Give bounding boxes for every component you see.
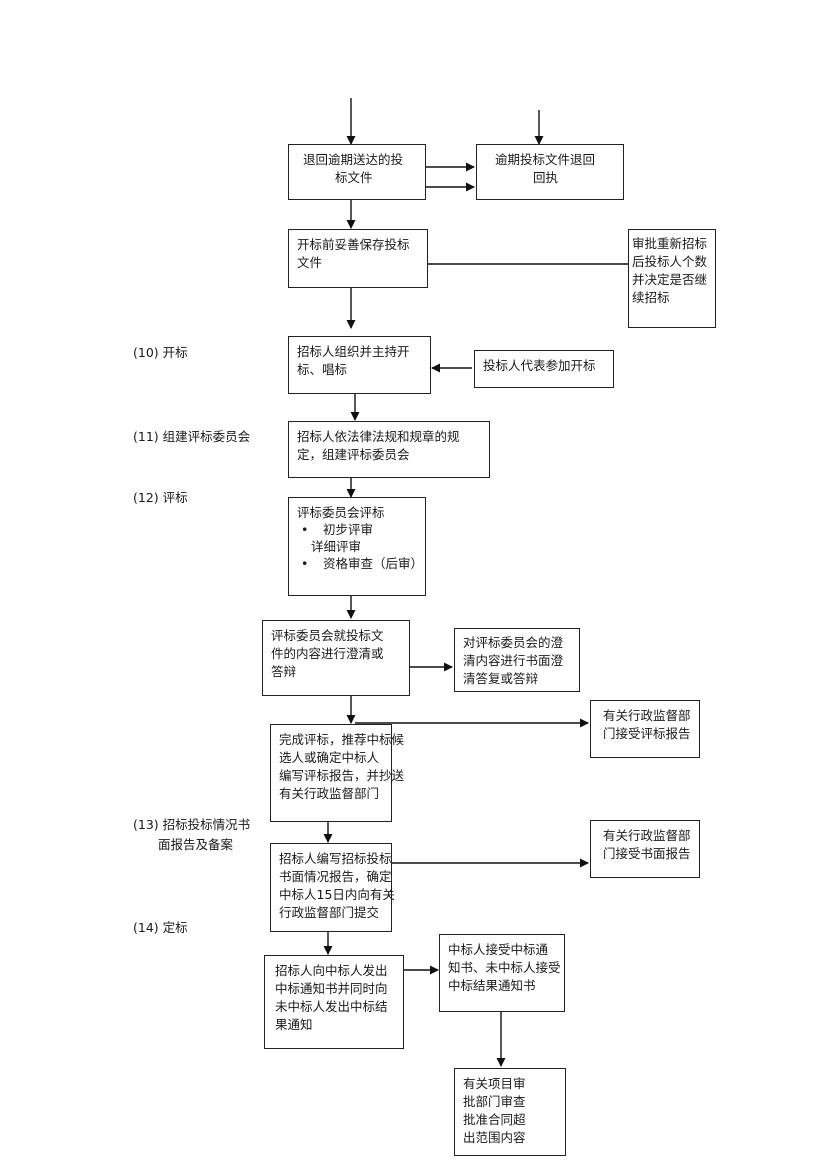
evaluation-item-text: 初步评审: [323, 522, 374, 537]
box-text-line: 审批重新招标: [632, 236, 708, 251]
box-text-line: 有关行政监督部: [603, 828, 691, 843]
box-text-line: 评标委员会就投标文: [271, 628, 384, 643]
box-admin-receive-eval-report: 有关行政监督部 门接受评标报告: [590, 700, 700, 758]
evaluation-item-detailed: 详细评审: [311, 539, 362, 554]
box-rebid-approval: 审批重新招标 后投标人个数 并决定是否继 续招标: [628, 229, 716, 328]
box-text-line: 门接受书面报告: [603, 846, 691, 861]
box-committee-evaluation: 评标委员会评标 • 初步评审 详细评审 • 资格审查（后审）: [288, 497, 426, 596]
box-text-line: 编写评标报告，并抄送: [279, 768, 405, 783]
box-text-line: 定，组建评标委员会: [297, 447, 410, 462]
box-admin-receive-written-report: 有关行政监督部 门接受书面报告: [590, 820, 700, 878]
box-text-line: 门接受评标报告: [603, 726, 691, 741]
box-text-line: 招标人依法律法规和规章的规: [297, 429, 460, 444]
box-late-bid-receipt: 逾期投标文件退回 回执: [476, 144, 624, 200]
box-accept-notice: 中标人接受中标通 知书、未中标人接受 中标结果通知书: [439, 934, 565, 1012]
box-contract-scope-review: 有关项目审 批部门审查 批准合同超 出范围内容: [454, 1068, 566, 1156]
box-text-line: 书面情况报告，确定: [279, 869, 392, 884]
box-text-line: 并决定是否继: [632, 272, 708, 287]
box-text-line: 果通知: [275, 1017, 313, 1032]
box-text-line: 标文件: [335, 170, 373, 185]
box-text-line: 续招标: [632, 290, 670, 305]
box-text-line: 文件: [297, 255, 323, 270]
stage-label-report-line2: 面报告及备案: [158, 837, 234, 852]
box-text-line: 投标人代表参加开标: [483, 358, 596, 373]
box-text-line: 中标人接受中标通: [448, 942, 549, 957]
box-award-notice: 招标人向中标人发出 中标通知书并同时向 未中标人发出中标结 果通知: [264, 955, 404, 1049]
box-text-line: 有关行政监督部门: [279, 786, 380, 801]
box-text-line: 批准合同超: [463, 1112, 526, 1127]
box-text-line: 退回逾期送达的投: [303, 152, 404, 167]
box-text-line: 批部门审查: [463, 1094, 526, 1109]
box-text-line: 招标人向中标人发出: [275, 963, 388, 978]
bullet-icon: •: [301, 522, 309, 537]
box-text-line: 回执: [533, 170, 559, 185]
evaluation-title: 评标委员会评标: [297, 505, 385, 520]
box-text-line: 知书、未中标人接受: [448, 960, 561, 975]
box-text-line: 开标前妥善保存投标: [297, 237, 410, 252]
box-text-line: 行政监督部门提交: [279, 905, 380, 920]
stage-label-committee: (11) 组建评标委员会: [133, 429, 251, 444]
box-text-line: 中标通知书并同时向: [275, 981, 388, 996]
box-text-line: 中标结果通知书: [448, 978, 536, 993]
bullet-icon: •: [301, 556, 309, 571]
box-text-line: 逾期投标文件退回: [495, 152, 596, 167]
box-text-line: 答辩: [271, 664, 297, 679]
box-text-line: 件的内容进行澄清或: [271, 646, 384, 661]
stage-label-award: (14) 定标: [133, 920, 188, 935]
evaluation-item-text: 资格审查（后审）: [323, 556, 424, 571]
box-text-line: 中标人15日内向有关: [279, 887, 395, 902]
box-text-line: 出范围内容: [463, 1130, 526, 1145]
box-return-late-bids: 退回逾期送达的投 标文件: [288, 144, 426, 200]
stage-label-report-line1: (13) 招标投标情况书: [133, 817, 251, 832]
box-text-line: 完成评标，推荐中标候: [279, 732, 405, 747]
box-complete-evaluation: 完成评标，推荐中标候 选人或确定中标人 编写评标报告，并抄送 有关行政监督部门: [270, 724, 405, 822]
box-text-line: 未中标人发出中标结: [275, 999, 388, 1014]
box-text-line: 清答复或答辩: [463, 671, 539, 686]
evaluation-item-preliminary: • 初步评审: [297, 521, 417, 538]
box-host-bid-opening: 招标人组织并主持开 标、唱标: [288, 336, 431, 394]
box-text-line: 对评标委员会的澄: [463, 635, 564, 650]
box-text-line: 招标人编写招标投标: [279, 851, 392, 866]
box-keep-bid-docs: 开标前妥善保存投标 文件: [288, 229, 428, 288]
box-clarification: 评标委员会就投标文 件的内容进行澄清或 答辩: [262, 620, 410, 696]
box-text-line: 有关行政监督部: [603, 708, 691, 723]
box-written-report: 招标人编写招标投标 书面情况报告，确定 中标人15日内向有关 行政监督部门提交: [270, 843, 395, 932]
box-text-line: 标、唱标: [297, 362, 348, 377]
box-text-line: 清内容进行书面澄: [463, 653, 564, 668]
stage-label-opening: (10) 开标: [133, 345, 188, 360]
stage-label-evaluation: (12) 评标: [133, 490, 188, 505]
box-text-line: 招标人组织并主持开: [297, 344, 410, 359]
box-text-line: 有关项目审: [463, 1076, 526, 1091]
box-written-clarification: 对评标委员会的澄 清内容进行书面澄 清答复或答辩: [454, 628, 580, 692]
evaluation-item-qualification: • 资格审查（后审）: [297, 555, 423, 572]
box-bidder-representative: 投标人代表参加开标: [474, 350, 614, 388]
box-text-line: 后投标人个数: [632, 254, 708, 269]
box-form-evaluation-committee: 招标人依法律法规和规章的规 定，组建评标委员会: [288, 421, 490, 478]
box-text-line: 选人或确定中标人: [279, 750, 380, 765]
